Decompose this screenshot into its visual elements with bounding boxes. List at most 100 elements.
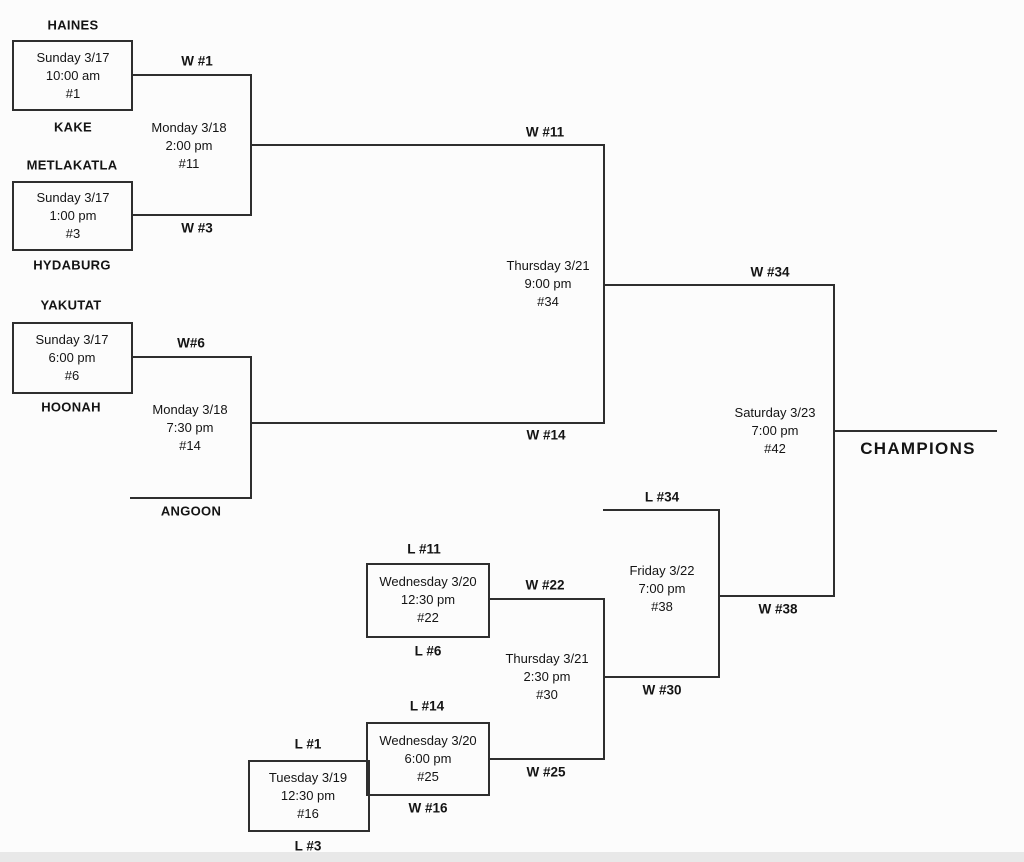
advance-label-w34: W #34 bbox=[750, 264, 790, 280]
w1-advance-line bbox=[131, 74, 252, 76]
team-label-yakutat: YAKUTAT bbox=[40, 297, 102, 313]
advance-label-w6: W#6 bbox=[177, 335, 205, 351]
game-11-info: Monday 3/18 2:00 pm #11 bbox=[151, 119, 226, 173]
advance-label-l34: L #34 bbox=[644, 489, 680, 505]
game-16-date: Tuesday 3/19 bbox=[268, 770, 348, 785]
game-1-time: 10:00 am bbox=[45, 68, 101, 83]
game-14-info: Monday 3/18 7:30 pm #14 bbox=[152, 401, 227, 455]
game-30-info: Thursday 3/21 2:30 pm #30 bbox=[505, 650, 588, 704]
game-34-info: Thursday 3/21 9:00 pm #34 bbox=[506, 257, 589, 311]
angoon-seed-line bbox=[130, 497, 252, 499]
game-22-number: #22 bbox=[417, 610, 439, 625]
w14-advance-line bbox=[250, 422, 605, 424]
game-25-date: Wednesday 3/20 bbox=[379, 733, 477, 748]
game-11-number: #11 bbox=[178, 156, 200, 171]
game16-box-right-line bbox=[368, 760, 370, 832]
game-6-date: Sunday 3/17 bbox=[35, 332, 109, 347]
game22-box-left-line bbox=[366, 563, 368, 638]
game-14-number: #14 bbox=[179, 438, 201, 453]
game38-join-line bbox=[718, 509, 720, 678]
advance-label-w14: W #14 bbox=[526, 427, 566, 443]
team-label-hoonah: HOONAH bbox=[41, 399, 101, 415]
game-30-time: 2:30 pm bbox=[523, 669, 571, 684]
bottom-band bbox=[0, 852, 1024, 862]
advance-label-l3: L #3 bbox=[294, 838, 322, 854]
w38-advance-line bbox=[718, 595, 835, 597]
game3-box-bottom-line bbox=[12, 249, 133, 251]
game-11-date: Monday 3/18 bbox=[151, 120, 227, 135]
w22-advance-line bbox=[488, 598, 605, 600]
advance-label-l1: L #1 bbox=[294, 736, 322, 752]
team-label-metlakatla: METLAKATLA bbox=[26, 157, 118, 173]
game6-box-left-line bbox=[12, 322, 14, 394]
advance-label-l6: L #6 bbox=[414, 643, 442, 659]
game25-box-top-line bbox=[366, 722, 488, 724]
game-34-number: #34 bbox=[537, 294, 559, 309]
game1-box-left-line bbox=[12, 40, 14, 111]
game22-box-right-line bbox=[488, 563, 490, 638]
champions-label: CHAMPIONS bbox=[860, 439, 976, 458]
game-42-number: #42 bbox=[764, 441, 786, 456]
game-30-date: Thursday 3/21 bbox=[505, 651, 589, 666]
game-3-date: Sunday 3/17 bbox=[36, 190, 110, 205]
team-label-kake: KAKE bbox=[53, 119, 93, 135]
game-16-info: Tuesday 3/19 12:30 pm #16 bbox=[269, 769, 347, 823]
game14-join-line bbox=[250, 356, 252, 499]
game-3-time: 1:00 pm bbox=[49, 208, 97, 223]
game-42-info: Saturday 3/23 7:00 pm #42 bbox=[735, 404, 816, 458]
game-1-info: Sunday 3/17 10:00 am #1 bbox=[36, 49, 109, 103]
w34-advance-line bbox=[603, 284, 835, 286]
game-34-time: 9:00 pm bbox=[524, 276, 572, 291]
game3-box-top-line bbox=[12, 181, 133, 183]
game6-box-bottom-line bbox=[12, 392, 133, 394]
game-38-time: 7:00 pm bbox=[638, 581, 686, 596]
game-25-info: Wednesday 3/20 6:00 pm #25 bbox=[379, 732, 476, 786]
game-22-date: Wednesday 3/20 bbox=[379, 574, 477, 589]
game-1-number: #1 bbox=[65, 86, 81, 101]
champion-line bbox=[833, 430, 997, 432]
game3-box-left-line bbox=[12, 181, 14, 251]
w3-advance-line bbox=[131, 214, 252, 216]
advance-label-w30: W #30 bbox=[642, 682, 682, 698]
game-38-date: Friday 3/22 bbox=[629, 563, 695, 578]
game-6-number: #6 bbox=[64, 368, 80, 383]
game-6-time: 6:00 pm bbox=[48, 350, 96, 365]
game25-box-bottom-line bbox=[366, 794, 488, 796]
advance-label-w11: W #11 bbox=[525, 124, 565, 140]
game30-join-line bbox=[603, 598, 605, 760]
game-16-number: #16 bbox=[297, 806, 319, 821]
game-14-time: 7:30 pm bbox=[166, 420, 214, 435]
game-16-time: 12:30 pm bbox=[280, 788, 336, 803]
game1-box-bottom-line bbox=[12, 109, 133, 111]
game1-box-top-line bbox=[12, 40, 133, 42]
game-6-info: Sunday 3/17 6:00 pm #6 bbox=[35, 331, 108, 385]
game-25-time: 6:00 pm bbox=[404, 751, 452, 766]
advance-label-w22: W #22 bbox=[525, 577, 565, 593]
game-34-date: Thursday 3/21 bbox=[506, 258, 590, 273]
game16-box-left-line bbox=[248, 760, 250, 832]
w25-advance-line bbox=[488, 758, 605, 760]
advance-label-l14: L #14 bbox=[409, 698, 445, 714]
advance-label-l11: L #11 bbox=[407, 541, 441, 557]
game-1-date: Sunday 3/17 bbox=[36, 50, 110, 65]
game16-box-bottom-line bbox=[248, 830, 370, 832]
game-30-number: #30 bbox=[536, 687, 558, 702]
game22-box-bottom-line bbox=[366, 636, 488, 638]
advance-label-w25: W #25 bbox=[526, 764, 566, 780]
game-22-time: 12:30 pm bbox=[400, 592, 456, 607]
l34-drop-line bbox=[603, 509, 720, 511]
game-38-info: Friday 3/22 7:00 pm #38 bbox=[629, 562, 694, 616]
advance-label-w16: W #16 bbox=[408, 800, 448, 816]
game-38-number: #38 bbox=[651, 599, 673, 614]
advance-label-w3: W #3 bbox=[181, 220, 213, 236]
game-42-date: Saturday 3/23 bbox=[734, 405, 816, 420]
game-42-time: 7:00 pm bbox=[751, 423, 799, 438]
game-22-info: Wednesday 3/20 12:30 pm #22 bbox=[379, 573, 476, 627]
game6-box-top-line bbox=[12, 322, 133, 324]
w6-advance-line bbox=[131, 356, 252, 358]
game-25-number: #25 bbox=[417, 769, 439, 784]
team-label-hydaburg: HYDABURG bbox=[33, 257, 111, 273]
game16-box-top-line bbox=[248, 760, 370, 762]
team-label-haines: HAINES bbox=[47, 17, 99, 33]
game25-box-left-line bbox=[366, 722, 368, 796]
